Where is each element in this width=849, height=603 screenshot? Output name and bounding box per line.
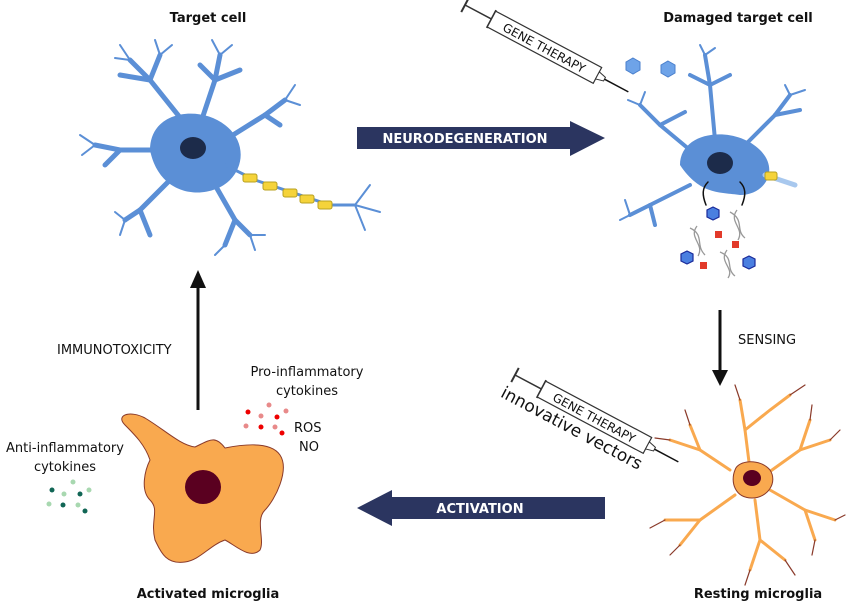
target-neuron-nucleus bbox=[180, 137, 206, 159]
anti-inflammatory-label-1: Anti-inflammatory bbox=[6, 441, 124, 456]
anti-inflammatory-dots bbox=[46, 479, 92, 514]
title-resting-microglia: Resting microglia bbox=[694, 587, 822, 602]
myelin-sheaths bbox=[242, 173, 333, 210]
resting-microglia bbox=[649, 384, 846, 586]
sensing-label: SENSING bbox=[738, 333, 796, 348]
activation-arrow: ACTIVATION bbox=[357, 490, 605, 526]
vector-particles bbox=[625, 57, 676, 78]
gene-therapy-syringe-bottom: GENE THERAPY innovative vectors bbox=[497, 367, 679, 475]
title-target-cell: Target cell bbox=[170, 11, 247, 26]
gene-therapy-syringe-top: GENE THERAPY bbox=[460, 0, 629, 93]
dna-icons bbox=[689, 209, 746, 279]
anti-inflammatory-label-2: cytokines bbox=[34, 460, 96, 475]
sensing-arrow: SENSING bbox=[712, 310, 796, 386]
neurodegeneration-arrow: NEURODEGENERATION bbox=[357, 121, 605, 156]
title-activated-microglia: Activated microglia bbox=[137, 587, 280, 602]
activation-label: ACTIVATION bbox=[436, 502, 523, 517]
syringe-top-label: GENE THERAPY bbox=[500, 20, 588, 76]
released-debris bbox=[680, 206, 756, 279]
target-neuron bbox=[79, 39, 381, 256]
damaged-neuron bbox=[619, 44, 806, 227]
neurodegeneration-label: NEURODEGENERATION bbox=[382, 132, 547, 147]
pro-inflammatory-label-2: cytokines bbox=[276, 384, 338, 399]
ros-label: ROS bbox=[294, 421, 322, 436]
no-label: NO bbox=[299, 440, 319, 455]
activated-microglia-nucleus bbox=[185, 470, 221, 504]
activated-microglia bbox=[121, 413, 284, 563]
pro-inflammatory-dots bbox=[243, 402, 289, 436]
title-damaged-target-cell: Damaged target cell bbox=[663, 11, 813, 26]
pro-inflammatory-label-1: Pro-inflammatory bbox=[251, 365, 364, 380]
immunotoxicity-label: IMMUNOTOXICITY bbox=[57, 343, 172, 358]
immunotoxicity-arrow: IMMUNOTOXICITY bbox=[57, 270, 206, 410]
